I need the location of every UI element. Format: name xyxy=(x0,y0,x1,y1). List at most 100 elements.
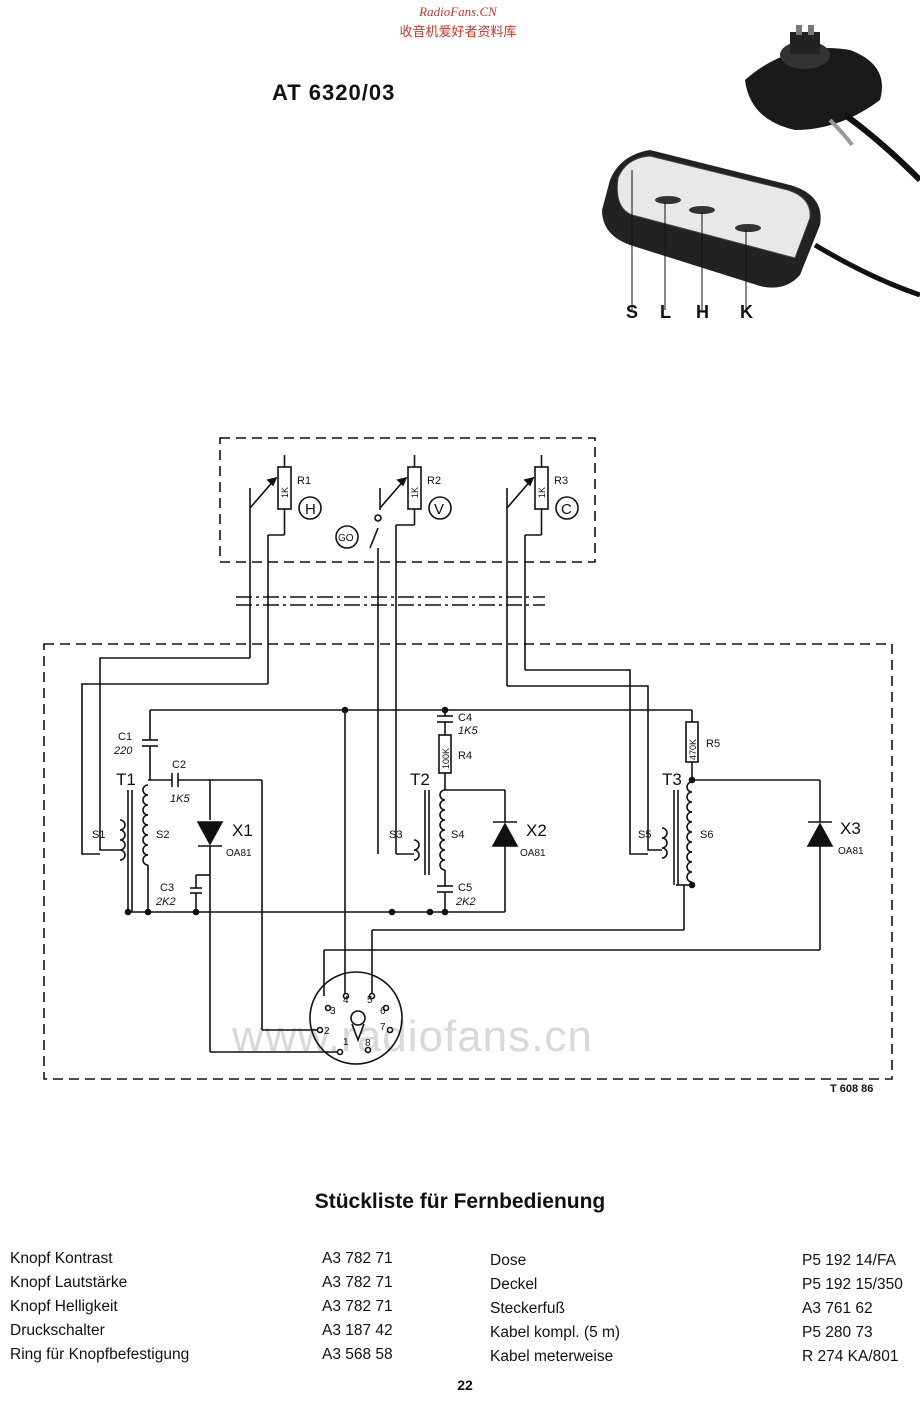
label-c5: C5 xyxy=(458,882,472,894)
label-r5: R5 xyxy=(706,738,720,750)
label-c1: C1 xyxy=(118,731,132,743)
label-x1: X1 xyxy=(232,821,253,840)
label-r3: R3 xyxy=(554,475,568,487)
part-name: Knopf Lautstärke xyxy=(10,1274,128,1291)
type-x2: OA81 xyxy=(520,848,546,859)
capacitor-c3 xyxy=(190,874,340,1053)
label-s6: S6 xyxy=(700,829,713,841)
label-r4: R4 xyxy=(458,750,472,762)
part-name: Ring für Knopfbefestigung xyxy=(10,1346,190,1363)
circuit-schematic: R1 1K R2 1K R3 1K H V C GO C1 220 C2 1K5… xyxy=(43,437,893,1080)
potentiometer-r2 xyxy=(379,455,452,854)
part-code: P5 192 14/FA xyxy=(802,1252,896,1269)
chassis-outline xyxy=(43,643,893,1080)
cable-shield xyxy=(236,596,545,606)
label-c4: C4 xyxy=(458,712,472,724)
part-name: Knopf Helligkeit xyxy=(10,1298,118,1315)
site-name: RadioFans.CN xyxy=(419,4,497,19)
remote-body-illustration xyxy=(602,150,920,310)
value-r2: 1K xyxy=(410,487,420,498)
label-r2: R2 xyxy=(427,475,441,487)
label-t1: T1 xyxy=(116,770,136,789)
diode-x3 xyxy=(324,780,834,951)
part-code: A3 187 42 xyxy=(322,1322,393,1339)
part-name: Druckschalter xyxy=(10,1322,105,1339)
photo-label-h: H xyxy=(696,302,709,322)
value-r3: 1K xyxy=(537,487,547,498)
drawing-number: T 608 86 xyxy=(830,1083,874,1095)
part-code: R 274 KA/801 xyxy=(802,1348,899,1365)
control-box-outline xyxy=(219,437,596,563)
parts-list-title: Stückliste für Fernbedienung xyxy=(314,1190,606,1213)
value-c2: 1K5 xyxy=(170,793,190,805)
label-h: H xyxy=(305,501,316,518)
pin-2: 2 xyxy=(324,1026,330,1037)
pin-1: 1 xyxy=(343,1037,349,1048)
diode-x1 xyxy=(196,780,224,888)
page-number: 22 xyxy=(457,1377,473,1393)
pin-7: 7 xyxy=(380,1022,386,1033)
part-code: P5 192 15/350 xyxy=(802,1276,903,1293)
photo-label-k: K xyxy=(740,302,753,322)
pin-6: 6 xyxy=(380,1006,386,1017)
value-c1: 220 xyxy=(113,745,133,757)
label-s5: S5 xyxy=(638,829,651,841)
pin-4: 4 xyxy=(343,995,349,1006)
part-name: Knopf Kontrast xyxy=(10,1250,113,1267)
pin-8: 8 xyxy=(365,1038,371,1049)
part-code: P5 280 73 xyxy=(802,1324,873,1341)
label-c: C xyxy=(561,501,572,518)
pin-3: 3 xyxy=(330,1006,336,1017)
photo-label-s: S xyxy=(626,302,639,322)
label-x2: X2 xyxy=(526,821,547,840)
diode-x2 xyxy=(472,790,519,913)
part-name: Kabel meterweise xyxy=(490,1348,614,1365)
go-push-switch xyxy=(335,514,382,854)
label-go: GO xyxy=(338,533,354,544)
value-r4: 100K xyxy=(441,748,451,769)
site-subtitle: 收音机爱好者资料库 xyxy=(399,25,517,40)
transformer-t3 xyxy=(372,781,696,931)
label-v: V xyxy=(434,501,444,518)
pin-5: 5 xyxy=(367,995,373,1006)
part-name: Kabel kompl. (5 m) xyxy=(490,1324,621,1341)
socket-8pin xyxy=(309,930,403,1065)
label-r1: R1 xyxy=(297,475,311,487)
resistor-r5 xyxy=(685,710,820,784)
transformer-t1 xyxy=(119,779,172,912)
part-code: A3 761 62 xyxy=(802,1300,873,1317)
part-name: Deckel xyxy=(490,1276,538,1293)
capacitor-c1 xyxy=(142,710,158,780)
label-s3: S3 xyxy=(389,829,402,841)
photo-label-l: L xyxy=(660,302,671,322)
label-c3: C3 xyxy=(160,882,174,894)
potentiometer-r3 xyxy=(506,455,579,686)
capacitor-c5 xyxy=(437,870,453,912)
label-x3: X3 xyxy=(840,819,861,838)
part-name: Steckerfuß xyxy=(490,1300,565,1317)
part-name: Dose xyxy=(490,1252,527,1269)
label-s4: S4 xyxy=(451,829,464,841)
type-x3: OA81 xyxy=(838,846,864,857)
plug-illustration xyxy=(745,25,920,183)
value-r5: 470K xyxy=(688,739,698,760)
label-c2: C2 xyxy=(172,759,186,771)
watermark: www.radiofans.cn xyxy=(232,1012,593,1061)
type-x1: OA81 xyxy=(226,848,252,859)
transformer-t2 xyxy=(413,789,505,875)
label-s2: S2 xyxy=(156,829,169,841)
capacitor-c2 xyxy=(171,773,320,1031)
model-number: AT 6320/03 xyxy=(272,80,396,105)
value-c5: 2K2 xyxy=(455,896,476,908)
part-code: A3 782 71 xyxy=(322,1274,393,1291)
potentiometer-r1 xyxy=(249,455,322,684)
capacitor-c4 xyxy=(437,710,453,735)
resistor-r4 xyxy=(438,734,452,790)
remote-control-photo xyxy=(602,25,920,310)
value-c3: 2K2 xyxy=(155,896,176,908)
label-s1: S1 xyxy=(92,829,105,841)
value-r1: 1K xyxy=(280,487,290,498)
part-code: A3 568 58 xyxy=(322,1346,393,1363)
part-code: A3 782 71 xyxy=(322,1250,393,1267)
label-t3: T3 xyxy=(662,770,682,789)
